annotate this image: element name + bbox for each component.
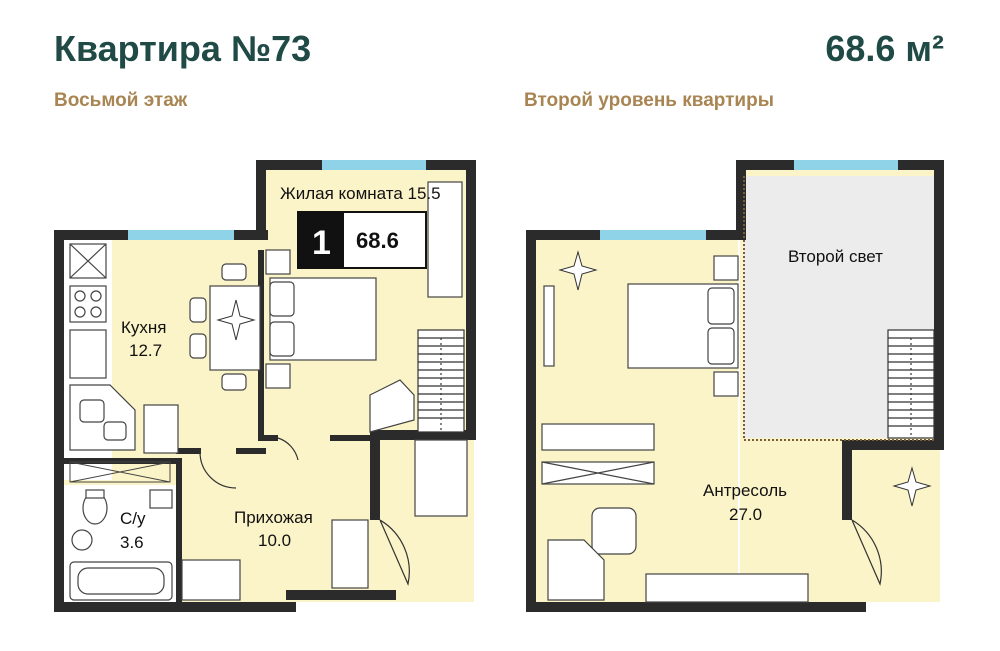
second-level-label: Второй уровень квартиры [524,90,774,111]
room-living: Жилая комната 15.5 [280,184,441,203]
staircase [887,329,935,439]
window [600,230,706,240]
level-1-plan: Жилая комната 15.5 Кухня 12.7 С/у 3.6 Пр… [54,160,476,612]
room-hallway-name: Прихожая [234,508,313,527]
window [322,160,426,170]
room-kitchen-name: Кухня [121,318,167,337]
room-second-light: Второй свет [788,247,883,266]
room-kitchen-area: 12.7 [129,341,162,360]
level-2-plan: Второй свет Антресоль 27.0 [526,160,944,612]
badge-area: 68.6 [356,228,399,253]
room-mezzanine-area: 27.0 [729,505,762,524]
compass-icon [558,250,598,291]
window [794,160,898,170]
rooms-badge: 1 68.6 [297,211,427,269]
staircase [417,329,465,433]
compass-icon [216,299,256,341]
compass-icon [892,466,932,507]
total-area: 68.6 м² [825,28,944,69]
room-bathroom-area: 3.6 [120,533,144,552]
badge-rooms: 1 [312,224,331,262]
room-hallway-area: 10.0 [258,531,291,550]
room-bathroom-name: С/у [120,509,146,528]
room-mezzanine-name: Антресоль [703,481,787,500]
apartment-title: Квартира №73 [54,28,312,69]
floor-label: Восьмой этаж [54,90,188,111]
window [128,230,234,240]
